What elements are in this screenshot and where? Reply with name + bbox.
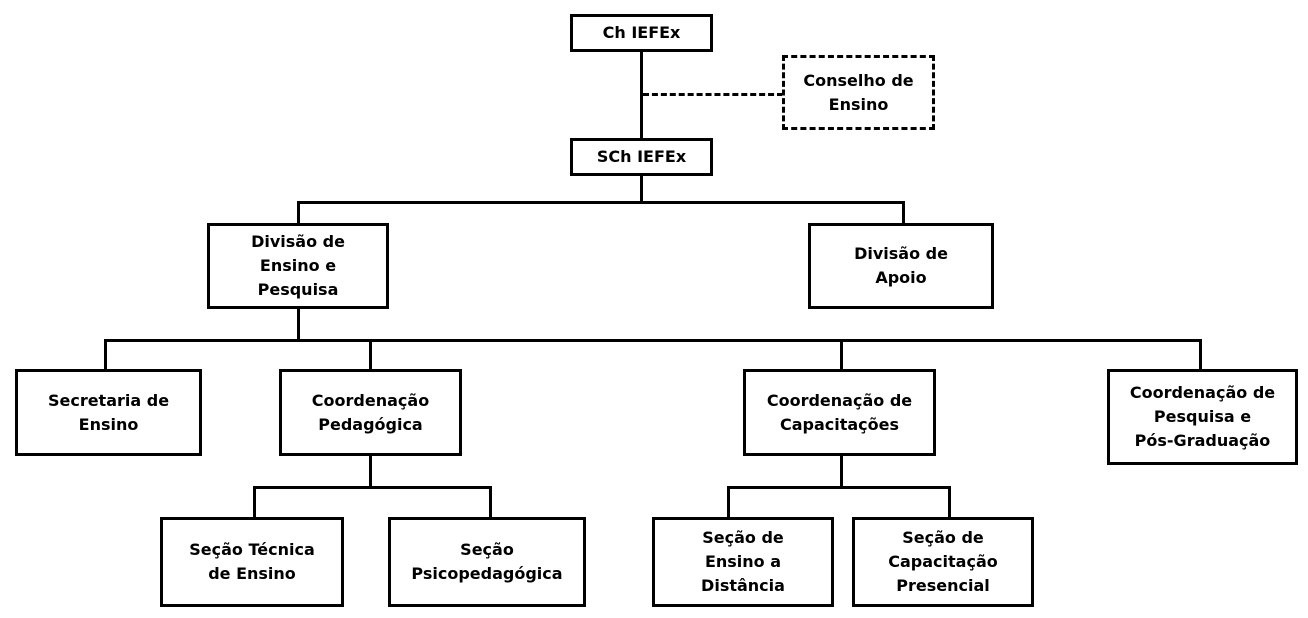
node-coordenacao-pedagogica: Coordenação Pedagógica	[279, 369, 462, 456]
connector-div-ensino-down	[297, 308, 300, 341]
node-secao-capacitacao-presencial: Seção de Capacitação Presencial	[852, 517, 1034, 607]
node-secao-ensino-distancia: Seção de Ensino a Distância	[652, 517, 834, 607]
node-sch-iefex: SCh IEFEx	[570, 138, 713, 176]
connector-conselho	[643, 93, 783, 96]
connector-coord-cap-down	[840, 455, 843, 488]
connector-divisions-bus	[297, 201, 905, 204]
connector-to-secao-psico	[489, 486, 492, 519]
connector-ped-sections-bus	[253, 486, 492, 489]
connector-to-secao-tecnica	[253, 486, 256, 519]
connector-to-coord-pesq	[1199, 339, 1202, 371]
node-ch-iefex: Ch IEFEx	[570, 14, 713, 52]
connector-coordinations-bus	[104, 339, 1202, 342]
node-coordenacao-pesquisa: Coordenação de Pesquisa e Pós-Graduação	[1107, 369, 1298, 465]
connector-to-secao-presencial	[948, 486, 951, 519]
connector-ch-sch	[640, 50, 643, 138]
connector-coord-ped-down	[369, 455, 372, 488]
connector-sch-down	[640, 174, 643, 202]
node-secretaria-ensino: Secretaria de Ensino	[15, 369, 202, 456]
connector-to-coord-cap	[840, 339, 843, 371]
connector-to-secao-distancia	[727, 486, 730, 519]
connector-to-coord-ped	[369, 339, 372, 371]
node-conselho-de-ensino: Conselho de Ensino	[782, 55, 935, 130]
connector-to-div-apoio	[902, 201, 905, 225]
connector-cap-sections-bus	[727, 486, 951, 489]
node-divisao-ensino-pesquisa: Divisão de Ensino e Pesquisa	[207, 223, 389, 309]
connector-to-div-ensino	[297, 201, 300, 225]
connector-to-secretaria	[104, 339, 107, 371]
node-coordenacao-capacitacoes: Coordenação de Capacitações	[743, 369, 936, 456]
node-secao-tecnica-ensino: Seção Técnica de Ensino	[160, 517, 344, 607]
node-secao-psicopedagogica: Seção Psicopedagógica	[388, 517, 586, 607]
node-divisao-apoio: Divisão de Apoio	[808, 223, 994, 309]
